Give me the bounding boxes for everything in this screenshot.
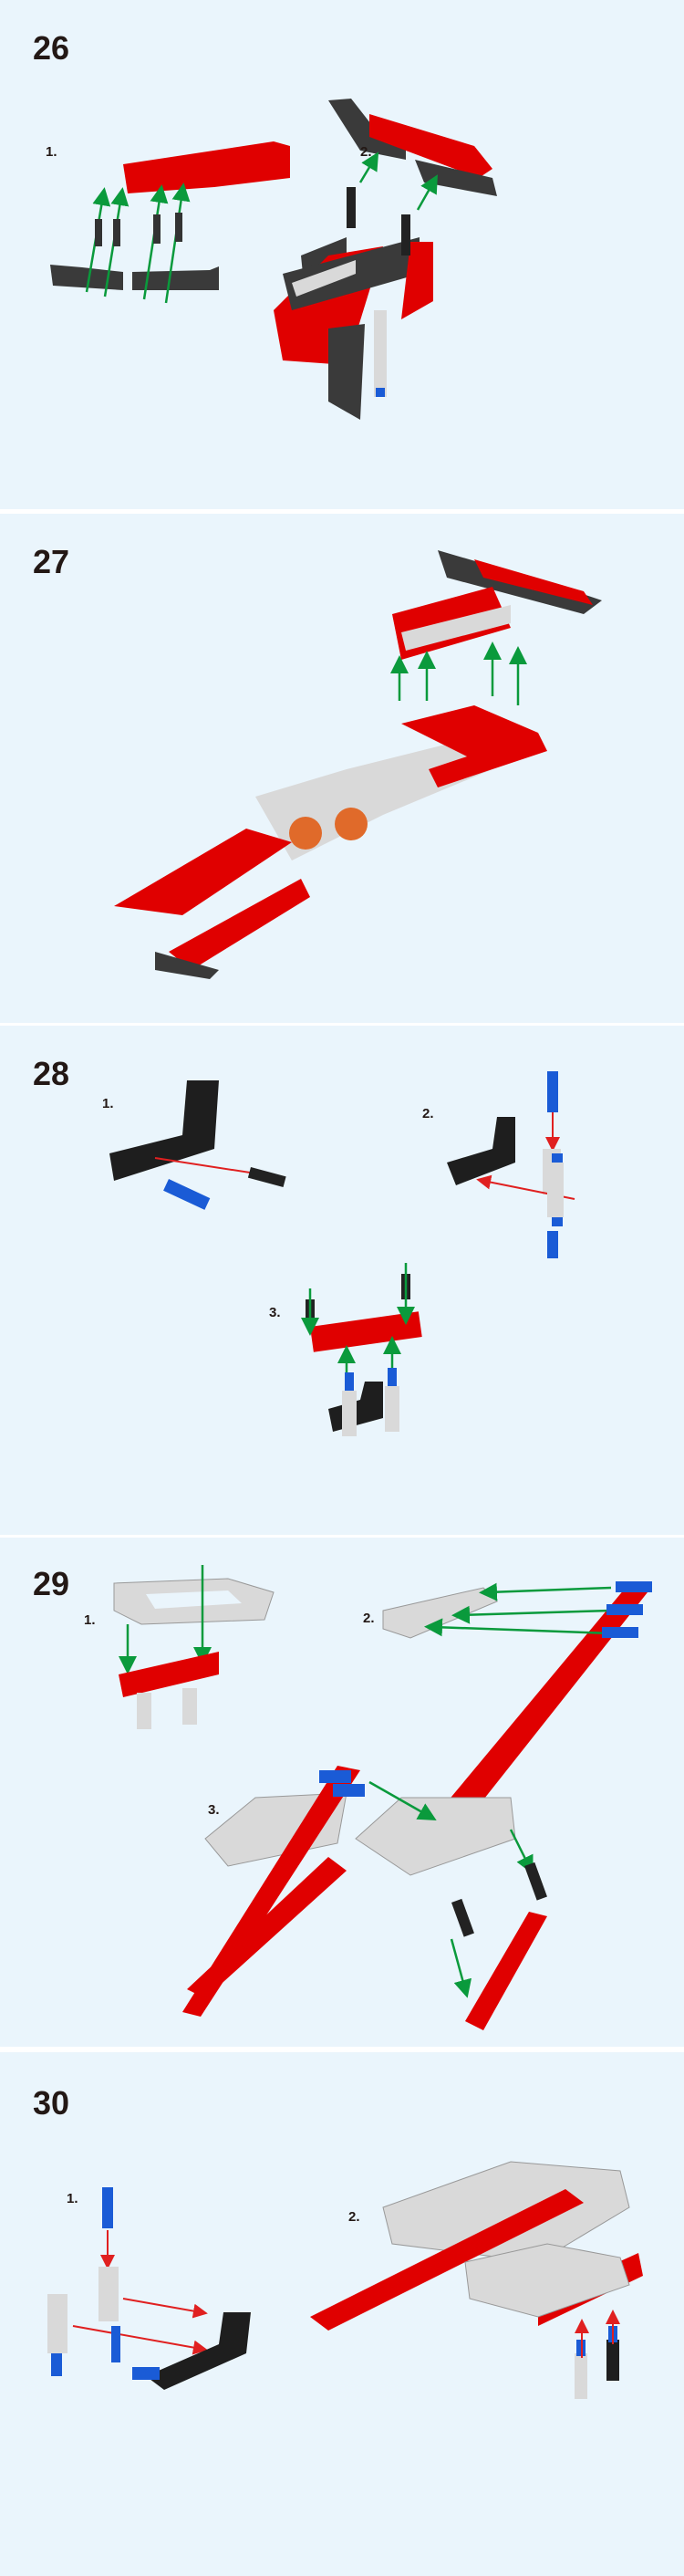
step-30-panel: 30 1. 2. bbox=[0, 2052, 684, 2576]
step-number: 29 bbox=[33, 1565, 70, 1602]
pins bbox=[95, 213, 182, 246]
step-30-illustration bbox=[47, 2161, 643, 2399]
substep-label: 2. bbox=[360, 144, 372, 160]
substep-label: 2. bbox=[348, 2209, 360, 2225]
substep-label: 1. bbox=[84, 1612, 96, 1628]
step-27-illustration bbox=[114, 550, 602, 979]
substep-label: 2. bbox=[363, 1611, 375, 1626]
step-number: 30 bbox=[33, 2084, 70, 2122]
step-28-illustration bbox=[109, 1071, 575, 1436]
red-panel-part bbox=[123, 141, 290, 193]
step-26-panel: 26 1. 2. bbox=[0, 0, 684, 509]
substep-label: 1. bbox=[102, 1096, 114, 1111]
step-number: 26 bbox=[33, 29, 70, 67]
step-number: 28 bbox=[33, 1055, 70, 1092]
step-number: 27 bbox=[33, 543, 70, 580]
substep-label: 1. bbox=[46, 144, 57, 160]
step-27-panel: 27 bbox=[0, 514, 684, 1023]
step-26-illustration bbox=[50, 99, 497, 420]
assembly-26 bbox=[274, 99, 497, 420]
step-29-illustration bbox=[113, 1565, 652, 2030]
substep-label: 3. bbox=[208, 1802, 220, 1818]
substep-label: 1. bbox=[67, 2191, 78, 2206]
step-29-panel: 29 1. 2. 3. bbox=[0, 1538, 684, 2047]
substep-label: 2. bbox=[422, 1106, 434, 1121]
step-28-panel: 28 1. 2. 3. bbox=[0, 1026, 684, 1535]
black-beam-part bbox=[50, 265, 219, 290]
substep-label: 3. bbox=[269, 1305, 281, 1320]
